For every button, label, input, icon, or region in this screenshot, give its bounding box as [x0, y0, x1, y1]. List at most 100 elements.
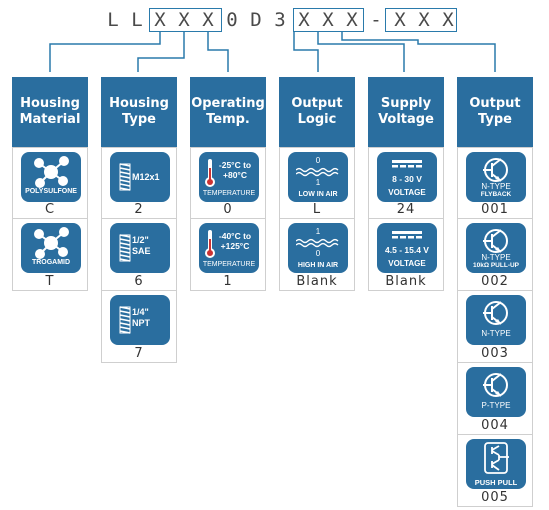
option-code: C: [44, 202, 56, 217]
option-label: N-TYPE: [481, 329, 511, 338]
option-label: PUSH PULL: [474, 478, 518, 487]
option-code: 0: [223, 202, 233, 217]
option-code: 002: [481, 274, 509, 289]
column-header-line: Housing: [20, 96, 80, 111]
part-code-char: X: [178, 9, 190, 31]
option-label: P-TYPE: [481, 401, 511, 410]
thread-icon: M12x1: [110, 152, 170, 202]
option-code: L: [312, 202, 322, 217]
placeholder-group-box: [385, 8, 457, 32]
option-code: Blank: [296, 274, 338, 289]
placeholder-group-box: [149, 8, 222, 32]
option-label: SAE: [132, 246, 151, 256]
connector-supply-voltage: [317, 32, 405, 72]
option-label: 10kΩ PULL-UP: [472, 262, 520, 269]
option-label: N-TYPE: [481, 253, 511, 262]
option-label: POLYSULFONE: [25, 188, 77, 195]
column-header-line: Logic: [297, 112, 337, 127]
option-sublabel: VOLTAGE: [388, 259, 426, 268]
option-label: 1/4": [132, 307, 149, 317]
connector-output-type: [341, 32, 496, 72]
option-cell[interactable]: TROGAMID T: [12, 219, 88, 291]
column-header-line: Type: [478, 112, 512, 127]
option-label: 4.5 - 15.4 V: [385, 245, 429, 255]
placeholder-group-box: [293, 8, 364, 32]
option-label: FLYBACK: [480, 191, 512, 198]
thread-icon: 1/2"SAE: [110, 223, 170, 273]
option-label: M12x1: [132, 172, 160, 182]
connector-housing-type: [137, 32, 185, 72]
option-label: HIGH IN AIR: [297, 262, 339, 269]
part-code-char: 0: [226, 9, 238, 31]
column-header-line: Output: [469, 96, 521, 111]
part-code-char: X: [322, 9, 334, 31]
part-code-char: X: [394, 9, 406, 31]
connector-lines: [49, 32, 496, 72]
option-cell[interactable]: M12x1 2: [101, 147, 177, 219]
part-code-char: X: [418, 9, 430, 31]
logic-top-value: 0: [315, 156, 321, 165]
option-code: 7: [134, 346, 144, 361]
option-code: T: [45, 274, 55, 289]
logic-bottom-value: 0: [315, 249, 321, 258]
connector-housing-material: [49, 32, 161, 72]
option-sublabel: VOLTAGE: [388, 188, 426, 197]
option-code: Blank: [385, 274, 427, 289]
part-code-char: X: [442, 9, 454, 31]
option-code: 2: [134, 202, 144, 217]
part-code-char: X: [154, 9, 166, 31]
option-label: +125°C: [220, 241, 250, 251]
option-cell[interactable]: PUSH PULL 005: [457, 435, 533, 507]
part-code-char: -: [370, 9, 382, 31]
thread-icon: 1/4"NPT: [110, 295, 170, 345]
transistor-icon: P-TYPE: [466, 367, 526, 417]
part-code-char: X: [346, 9, 358, 31]
column-header-line: Voltage: [378, 112, 434, 127]
column-header-line: Housing: [109, 96, 169, 111]
part-code-char: L: [107, 9, 119, 31]
option-sublabel: TEMPERATURE: [202, 261, 256, 268]
logic-top-value: 1: [315, 227, 321, 236]
option-code: 6: [134, 274, 144, 289]
transistor-icon: N-TYPE: [466, 295, 526, 345]
option-cell[interactable]: POLYSULFONE C: [12, 147, 88, 219]
option-label: TROGAMID: [31, 259, 71, 266]
option-cell[interactable]: 4.5 - 15.4 V VOLTAGE Blank: [368, 219, 444, 291]
part-code-char: X: [298, 9, 310, 31]
option-label: -25°C to: [218, 160, 252, 170]
push-pull-icon: PUSH PULL: [466, 439, 526, 489]
option-code: 005: [481, 490, 509, 505]
option-code: 24: [396, 202, 416, 217]
part-code-char: 3: [274, 9, 286, 31]
column-header-line: Output: [291, 96, 343, 111]
column-header-line: Operating: [191, 96, 265, 111]
connector-operating-temp: [207, 32, 229, 72]
column-header-line: Supply: [380, 96, 432, 111]
option-sublabel: TEMPERATURE: [202, 190, 256, 197]
